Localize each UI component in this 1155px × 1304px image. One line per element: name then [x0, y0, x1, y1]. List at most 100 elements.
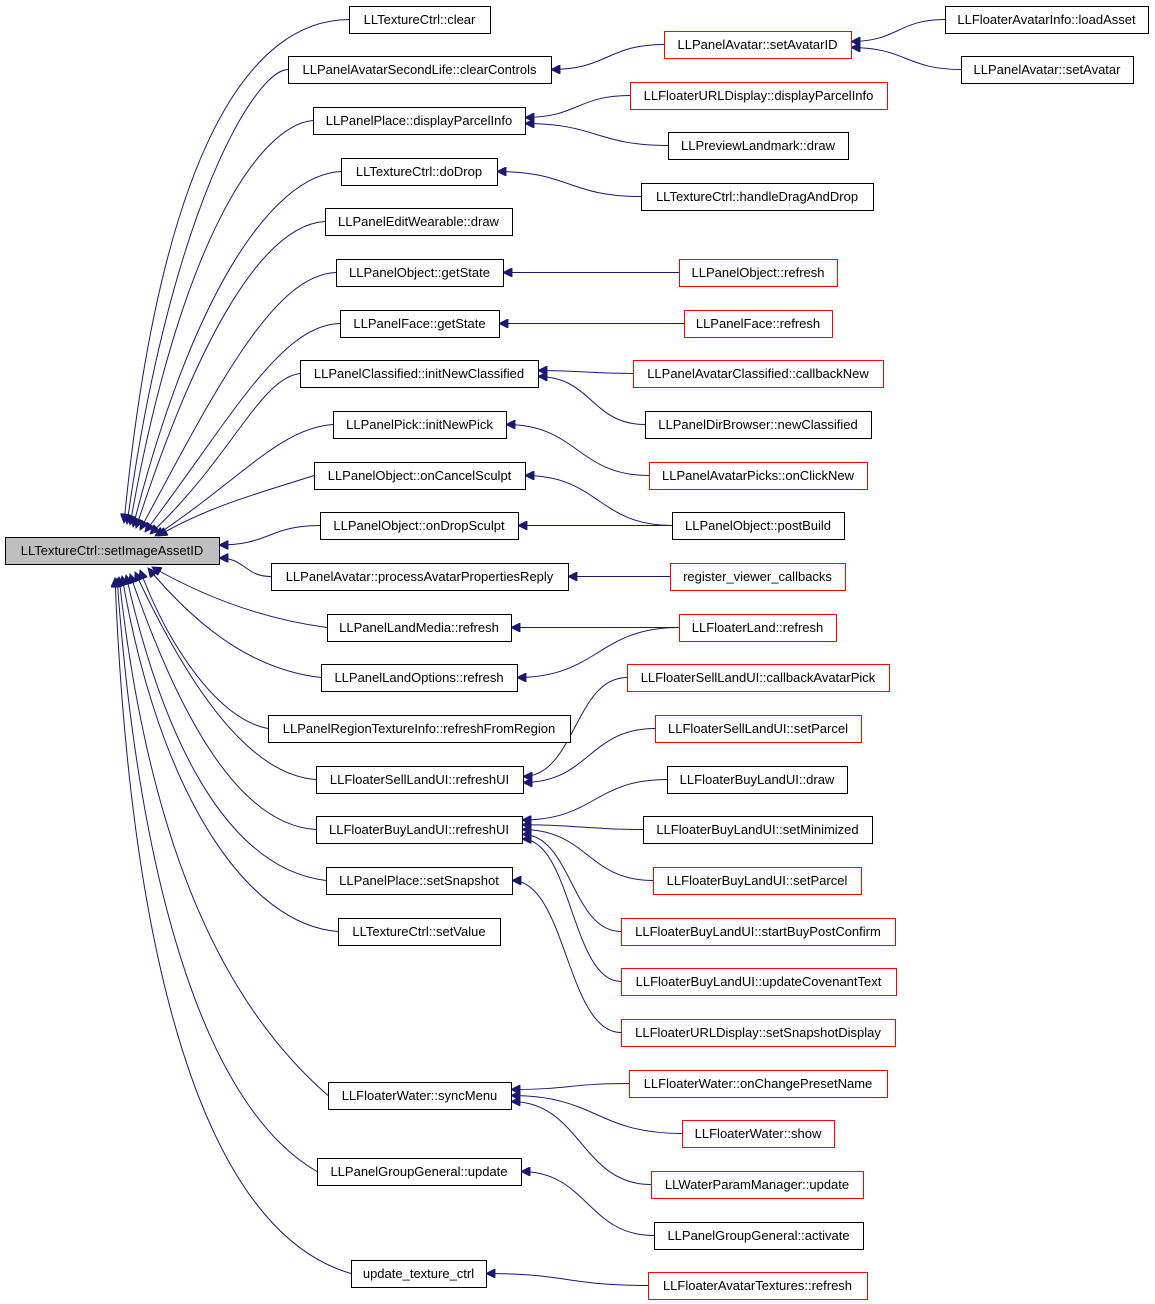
node-n29[interactable]: LLPanelObject::refresh: [679, 259, 838, 287]
node-n11[interactable]: LLPanelObject::onDropSculpt: [320, 512, 519, 540]
edge-n2-to-n0: [127, 69, 289, 525]
node-label: LLFloaterBuyLandUI::updateCovenantText: [636, 974, 882, 989]
node-n44[interactable]: LLFloaterURLDisplay::setSnapshotDisplay: [621, 1019, 896, 1047]
node-box: [351, 1260, 487, 1288]
node-n47[interactable]: LLWaterParamManager::update: [651, 1171, 864, 1199]
node-label: LLPanelAvatar::setAvatarID: [678, 37, 838, 52]
node-label: LLWaterParamManager::update: [665, 1177, 849, 1192]
node-n21[interactable]: LLPanelGroupGeneral::update: [317, 1158, 522, 1186]
node-n8[interactable]: LLPanelClassified::initNewClassified: [300, 360, 539, 388]
node-n10[interactable]: LLPanelObject::onCancelSculpt: [314, 462, 526, 490]
node-n33[interactable]: LLPanelAvatarPicks::onClickNew: [649, 462, 868, 490]
node-n45[interactable]: LLFloaterWater::onChangePresetName: [629, 1070, 888, 1098]
node-label: LLFloaterBuyLandUI::refreshUI: [329, 822, 509, 837]
node-label: LLFloaterAvatarTextures::refresh: [663, 1278, 852, 1293]
node-n13[interactable]: LLPanelLandMedia::refresh: [327, 614, 512, 642]
node-n46[interactable]: LLFloaterWater::show: [682, 1120, 835, 1148]
node-n2[interactable]: LLPanelAvatarSecondLife::clearControls: [288, 56, 552, 84]
node-n23[interactable]: LLPanelAvatar::setAvatarID: [664, 31, 852, 59]
node-box: [326, 867, 513, 895]
node-box: [340, 310, 500, 338]
node-n3[interactable]: LLPanelPlace::displayParcelInfo: [313, 107, 526, 135]
edge-n6-to-n0: [140, 272, 337, 531]
node-label: LLPanelAvatar::processAvatarPropertiesRe…: [286, 569, 554, 584]
node-n22[interactable]: update_texture_ctrl: [351, 1260, 487, 1288]
node-box: [649, 462, 868, 490]
node-n41[interactable]: LLFloaterBuyLandUI::setParcel: [653, 867, 862, 895]
node-label: LLFloaterBuyLandUI::setMinimized: [656, 822, 858, 837]
node-n7[interactable]: LLPanelFace::getState: [340, 310, 500, 338]
node-n16[interactable]: LLFloaterSellLandUI::refreshUI: [316, 766, 524, 794]
node-label: LLFloaterBuyLandUI::setParcel: [667, 873, 848, 888]
node-label: LLFloaterSellLandUI::setParcel: [668, 721, 848, 736]
node-box: [313, 107, 526, 135]
edge-n7-to-n0: [145, 323, 341, 533]
node-label: LLPreviewLandmark::draw: [681, 138, 836, 153]
edge-n23-to-n2: [551, 44, 665, 70]
node-label: LLPanelFace::getState: [353, 316, 485, 331]
node-n49[interactable]: LLFloaterAvatarTextures::refresh: [648, 1272, 868, 1300]
node-box: [341, 158, 498, 186]
node-box: [643, 816, 873, 844]
node-n37[interactable]: LLFloaterSellLandUI::callbackAvatarPick: [627, 664, 890, 692]
node-n38[interactable]: LLFloaterSellLandUI::setParcel: [655, 715, 862, 743]
node-n32[interactable]: LLPanelDirBrowser::newClassified: [645, 411, 872, 439]
node-n42[interactable]: LLFloaterBuyLandUI::startBuyPostConfirm: [621, 918, 896, 946]
node-n31[interactable]: LLPanelAvatarClassified::callbackNew: [633, 360, 884, 388]
node-box: [645, 411, 872, 439]
node-n48[interactable]: LLPanelGroupGeneral::activate: [654, 1222, 864, 1250]
node-label: LLFloaterAvatarInfo::loadAsset: [957, 12, 1136, 27]
node-box: [630, 82, 888, 110]
node-n9[interactable]: LLPanelPick::initNewPick: [333, 411, 507, 439]
node-n12[interactable]: LLPanelAvatar::processAvatarPropertiesRe…: [271, 563, 569, 591]
node-box: [271, 563, 569, 591]
node-box: [633, 360, 884, 388]
edge-n48-to-n21: [521, 1172, 655, 1236]
node-n28[interactable]: LLTextureCtrl::handleDragAndDrop: [641, 183, 874, 211]
node-label: LLPanelAvatarSecondLife::clearControls: [303, 62, 537, 77]
node-n26[interactable]: LLFloaterURLDisplay::displayParcelInfo: [630, 82, 888, 110]
edge-n41-to-n17: [522, 830, 654, 881]
node-n36[interactable]: LLFloaterLand::refresh: [679, 614, 837, 642]
node-n6[interactable]: LLPanelObject::getState: [336, 259, 504, 287]
node-n43[interactable]: LLFloaterBuyLandUI::updateCovenantText: [621, 968, 897, 996]
node-n17[interactable]: LLFloaterBuyLandUI::refreshUI: [316, 816, 523, 844]
node-n20[interactable]: LLFloaterWater::syncMenu: [328, 1082, 512, 1110]
node-n18[interactable]: LLPanelPlace::setSnapshot: [326, 867, 513, 895]
node-box: [641, 183, 874, 211]
node-label: LLPanelAvatar::setAvatar: [974, 62, 1122, 77]
node-n30[interactable]: LLPanelFace::refresh: [684, 310, 833, 338]
edge-n25-to-n23: [851, 48, 962, 70]
edge-n32-to-n8: [538, 377, 646, 425]
node-label: register_viewer_callbacks: [683, 569, 832, 584]
node-label: LLPanelObject::onCancelSculpt: [328, 468, 512, 483]
edge-n31-to-n8: [538, 371, 634, 374]
node-box: [654, 1222, 864, 1250]
node-n39[interactable]: LLFloaterBuyLandUI::draw: [667, 766, 848, 794]
node-n19[interactable]: LLTextureCtrl::setValue: [338, 918, 501, 946]
node-n0[interactable]: LLTextureCtrl::setImageAssetID: [5, 537, 220, 565]
node-n25[interactable]: LLPanelAvatar::setAvatar: [961, 56, 1134, 84]
node-label: LLPanelObject::onDropSculpt: [333, 518, 505, 533]
node-n40[interactable]: LLFloaterBuyLandUI::setMinimized: [643, 816, 873, 844]
node-label: LLPanelLandOptions::refresh: [334, 670, 503, 685]
node-n34[interactable]: LLPanelObject::postBuild: [672, 512, 845, 540]
edge-n28-to-n4: [497, 172, 642, 197]
node-n15[interactable]: LLPanelRegionTextureInfo::refreshFromReg…: [268, 715, 571, 743]
node-n5[interactable]: LLPanelEditWearable::draw: [325, 208, 513, 236]
node-n35[interactable]: register_viewer_callbacks: [670, 563, 846, 591]
node-n27[interactable]: LLPreviewLandmark::draw: [668, 132, 849, 160]
node-label: LLPanelRegionTextureInfo::refreshFromReg…: [283, 721, 555, 736]
node-n14[interactable]: LLPanelLandOptions::refresh: [321, 664, 518, 692]
node-label: LLPanelPlace::setSnapshot: [339, 873, 499, 888]
node-label: LLTextureCtrl::doDrop: [356, 164, 482, 179]
node-n4[interactable]: LLTextureCtrl::doDrop: [341, 158, 498, 186]
node-label: LLPanelFace::refresh: [696, 316, 820, 331]
edge-n36-to-n14: [517, 627, 680, 678]
edge-n5-to-n0: [136, 221, 326, 529]
node-label: LLPanelObject::getState: [349, 265, 490, 280]
node-n24[interactable]: LLFloaterAvatarInfo::loadAsset: [945, 6, 1149, 34]
node-label: LLFloaterURLDisplay::displayParcelInfo: [644, 88, 874, 103]
node-n1[interactable]: LLTextureCtrl::clear: [349, 6, 491, 34]
